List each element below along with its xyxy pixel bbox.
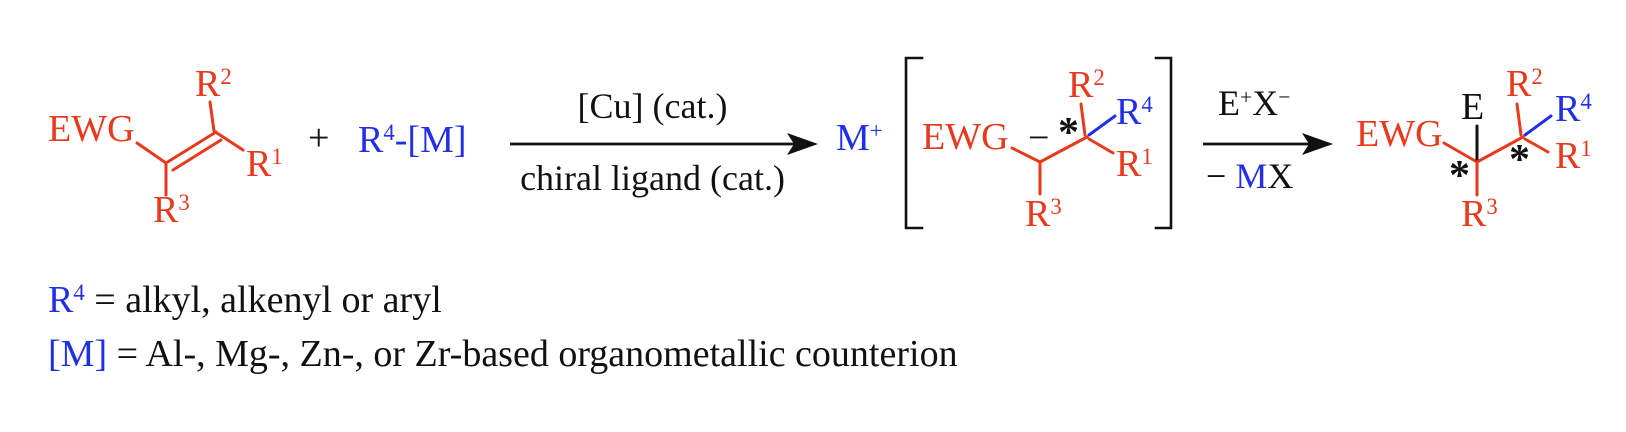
bond-to-r2: [208, 100, 216, 133]
r4-base: R: [1555, 88, 1581, 130]
product-e-label: E: [1461, 86, 1485, 128]
mx-x: X: [1267, 156, 1294, 196]
intermediate-r4-label: R4: [1116, 93, 1153, 131]
r1-sup: 1: [1141, 144, 1153, 170]
metal-cation-label: M+: [836, 119, 883, 157]
legend-r4-sup: 4: [73, 280, 85, 306]
product-r1-label: R1: [1555, 137, 1592, 175]
legend-m-lead: [M]: [48, 333, 108, 375]
legend-r4-base: R: [48, 279, 74, 321]
intermediate-r2-label: R2: [1068, 66, 1105, 104]
legend-r4-lead: R4: [48, 279, 85, 321]
reactant-r1-label: R1: [246, 145, 283, 183]
r2-base: R: [1506, 63, 1532, 105]
r3-base: R: [1025, 193, 1051, 235]
legend-r4-text: = alkyl, alkenyl or aryl: [84, 279, 442, 321]
carbanion-minus-sign: −: [1028, 117, 1050, 159]
bond-to-r1: [215, 131, 245, 152]
r4-sup: 4: [1141, 92, 1153, 118]
intermediate-brackets: [904, 56, 1173, 230]
r3-sup: 3: [1486, 194, 1498, 220]
electrophile-e: E: [1218, 83, 1240, 123]
plus-sign: +: [308, 117, 330, 159]
legend-line-m: [M] = Al-, Mg-, Zn-, or Zr-based organom…: [48, 335, 958, 373]
r4-sup: 4: [1580, 89, 1592, 115]
reactant-r2-label: R2: [195, 65, 232, 103]
bond-ewg-vinyl: [135, 141, 168, 165]
r4-base: R: [1116, 91, 1142, 133]
legend-m-text: = Al-, Mg-, Zn-, or Zr-based organometal…: [107, 333, 958, 375]
r1-sup: 1: [1580, 136, 1592, 162]
r1-sup: 1: [271, 144, 283, 170]
minus-mx-sign: −: [1206, 156, 1236, 196]
bracket-right: [1154, 56, 1173, 230]
reaction-arrow-2: [1203, 133, 1333, 155]
arrow-2-head: [1302, 133, 1333, 155]
r1-base: R: [1555, 135, 1581, 177]
r1-base: R: [246, 143, 272, 185]
reagent-rest: -[M]: [394, 119, 467, 161]
bond-c2-r1: [1523, 137, 1550, 154]
legend-line-r4: R4 = alkyl, alkenyl or aryl: [48, 281, 442, 319]
reactant-r3-label: R3: [153, 191, 190, 229]
r3-base: R: [1461, 193, 1487, 235]
r2-sup: 2: [220, 64, 232, 90]
r2-base: R: [1068, 64, 1094, 106]
bond-ewg-c1: [1442, 141, 1479, 164]
bond-c2-r4: [1523, 114, 1553, 137]
cation-base: M: [836, 117, 870, 159]
reactant-alkene-bonds: [135, 100, 245, 197]
product-stereocenter-star-1: *: [1449, 153, 1470, 199]
organometal-reagent-label: R4-[M]: [358, 121, 467, 159]
reagent-sup: 4: [383, 120, 395, 146]
reaction-arrow-1: [510, 133, 818, 155]
mx-metal: M: [1235, 156, 1268, 196]
bond-carbanion-stereocenter: [1038, 135, 1089, 164]
bracket-left: [904, 56, 924, 230]
electrophile-x-sup: −: [1278, 84, 1291, 109]
bond-stereocenter-r2: [1079, 102, 1087, 137]
cation-sup: +: [869, 118, 883, 144]
product-bonds: [1442, 102, 1553, 197]
intermediate-r3-label: R3: [1025, 195, 1062, 233]
intermediate-ewg-label: EWG: [922, 116, 1009, 158]
electrophile-e-sup: +: [1240, 84, 1253, 109]
reactant-ewg-label: EWG: [48, 108, 135, 150]
bond-c1-c2: [1475, 135, 1525, 164]
arrow-1-head: [787, 133, 818, 155]
r3-sup: 3: [178, 190, 190, 216]
bond-c2-r2: [1515, 102, 1523, 137]
arrow-2-below-label: − MX: [1206, 158, 1293, 194]
arrow-2-above-label: E+X−: [1218, 85, 1290, 121]
arrow-1-below-label: chiral ligand (cat.): [520, 158, 785, 198]
intermediate-bonds: [1010, 102, 1117, 196]
r3-sup: 3: [1050, 194, 1062, 220]
product-r3-label: R3: [1461, 195, 1498, 233]
electrophile-x: X: [1252, 83, 1279, 123]
intermediate-stereocenter-star: *: [1058, 110, 1079, 156]
r2-sup: 2: [1093, 65, 1105, 91]
r2-base: R: [195, 63, 221, 105]
reagent-base: R: [358, 119, 384, 161]
bond-stereocenter-r1: [1087, 137, 1115, 155]
product-stereocenter-star-2: *: [1509, 137, 1530, 183]
r3-base: R: [153, 189, 179, 231]
product-r2-label: R2: [1506, 65, 1543, 103]
product-r4-label: R4: [1555, 90, 1592, 128]
r2-sup: 2: [1531, 64, 1543, 90]
double-bond-line-1: [164, 130, 218, 165]
r1-base: R: [1116, 143, 1142, 185]
double-bond-line-2: [171, 138, 223, 172]
intermediate-r1-label: R1: [1116, 145, 1153, 183]
bond-stereocenter-r4: [1087, 114, 1117, 137]
arrow-1-above-label: [Cu] (cat.): [577, 86, 728, 126]
product-ewg-label: EWG: [1356, 113, 1443, 155]
bond-ewg-carbanion: [1010, 146, 1042, 164]
